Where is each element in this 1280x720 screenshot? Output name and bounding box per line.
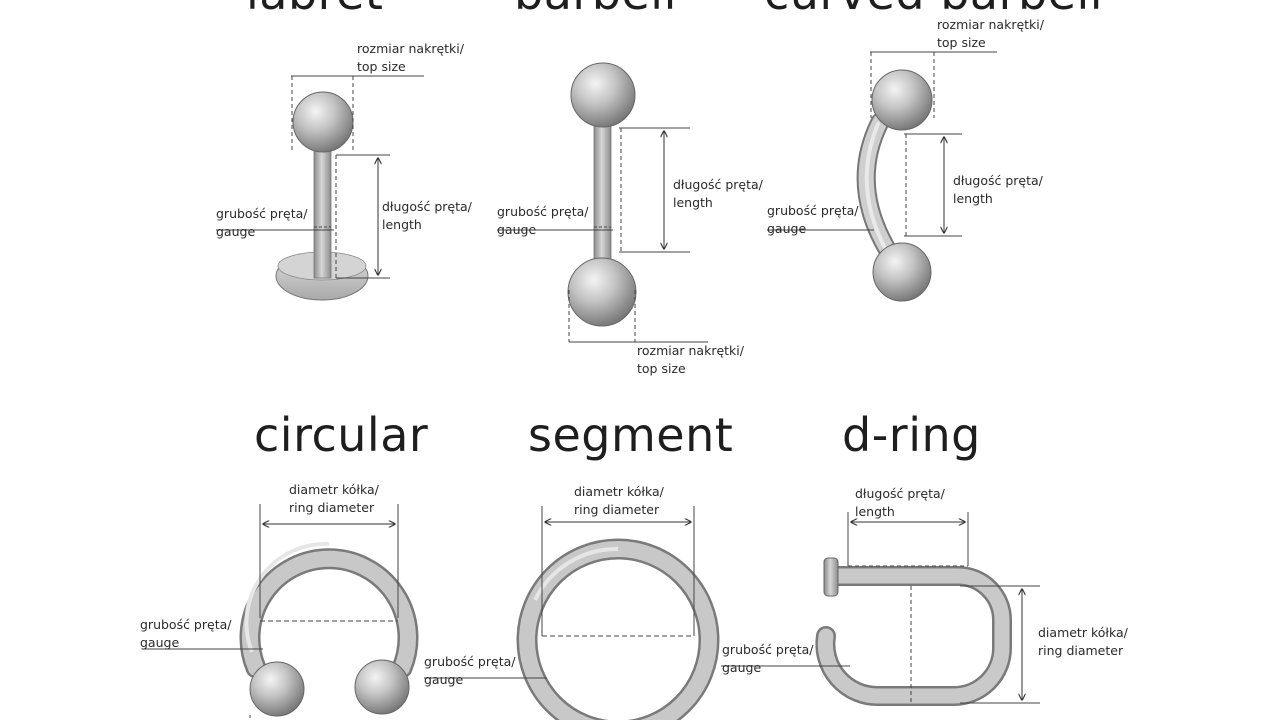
barbell-gauge-label: grubość pręta/ gauge: [497, 203, 588, 239]
d-ring-diameter-en: ring diameter: [1038, 643, 1124, 658]
d-ring-gauge-pl: grubość pręta/: [722, 642, 814, 657]
labret-length-label: długość pręta/ length: [382, 198, 472, 234]
curved-top-size-en: top size: [937, 35, 986, 50]
barbell-length-en: length: [673, 195, 713, 210]
labret-top-size-en: top size: [357, 59, 406, 74]
segment-diameter-label: diametr kółka/ ring diameter: [574, 483, 664, 519]
barbell-length-pl: długość pręta/: [673, 177, 763, 192]
curved-gauge-label: grubość pręta/ gauge: [767, 202, 858, 238]
title-labret: labret: [246, 0, 383, 16]
title-segment: segment: [528, 408, 734, 462]
curved-length-en: length: [953, 191, 993, 206]
d-ring-figure: [721, 512, 1040, 707]
labret-gauge-en: gauge: [216, 224, 256, 239]
labret-gauge-label: grubość pręta/ gauge: [216, 205, 307, 241]
d-ring-diameter-pl: diametr kółka/: [1038, 625, 1128, 640]
barbell-length-label: długość pręta/ length: [673, 176, 763, 212]
curved-length-pl: długość pręta/: [953, 173, 1043, 188]
circular-gauge-en: gauge: [140, 635, 180, 650]
d-ring-gauge-en: gauge: [722, 660, 762, 675]
d-ring-diameter-label: diametr kółka/ ring diameter: [1038, 624, 1128, 660]
title-d-ring: d-ring: [842, 408, 981, 462]
labret-top-size-label: rozmiar nakrętki/ top size: [357, 40, 464, 76]
circular-diameter-label: diametr kółka/ ring diameter: [289, 481, 379, 517]
circular-gauge-pl: grubość pręta/: [140, 617, 232, 632]
d-ring-length-pl: długość pręta/: [855, 486, 945, 501]
barbell-gauge-en: gauge: [497, 222, 537, 237]
circular-diameter-en: ring diameter: [289, 500, 375, 515]
barbell-top-size-pl: rozmiar nakrętki/: [637, 343, 744, 358]
labret-top-size-pl: rozmiar nakrętki/: [357, 41, 464, 56]
segment-gauge-en: gauge: [424, 672, 464, 687]
curved-top-size-pl: rozmiar nakrętki/: [937, 17, 1044, 32]
title-circular: circular: [254, 408, 429, 462]
title-curved-barbell: curved barbell: [764, 0, 1103, 16]
curved-length-label: długość pręta/ length: [953, 172, 1043, 208]
d-ring-gauge-label: grubość pręta/ gauge: [722, 641, 813, 677]
segment-diameter-pl: diametr kółka/: [574, 484, 664, 499]
barbell-top-size-label: rozmiar nakrętki/ top size: [637, 342, 744, 378]
curved-top-size-label: rozmiar nakrętki/ top size: [937, 16, 1044, 52]
curved-gauge-en: gauge: [767, 221, 807, 236]
d-ring-length-en: length: [855, 504, 895, 519]
labret-length-en: length: [382, 217, 422, 232]
segment-diameter-en: ring diameter: [574, 502, 660, 517]
circular-diameter-pl: diametr kółka/: [289, 482, 379, 497]
curved-gauge-pl: grubość pręta/: [767, 203, 859, 218]
labret-length-pl: długość pręta/: [382, 199, 472, 214]
barbell-top-size-en: top size: [637, 361, 686, 376]
circular-figure: [142, 504, 419, 720]
title-barbell: barbell: [514, 0, 677, 16]
segment-gauge-pl: grubość pręta/: [424, 654, 516, 669]
d-ring-length-label: długość pręta/ length: [855, 485, 945, 521]
circular-gauge-label: grubość pręta/ gauge: [140, 616, 231, 652]
curved-barbell-figure: [767, 51, 997, 302]
labret-figure: [216, 75, 424, 301]
segment-gauge-label: grubość pręta/ gauge: [424, 653, 515, 689]
labret-gauge-pl: grubość pręta/: [216, 206, 308, 221]
barbell-figure: [497, 62, 708, 343]
segment-figure: [424, 506, 720, 720]
barbell-gauge-pl: grubość pręta/: [497, 204, 589, 219]
